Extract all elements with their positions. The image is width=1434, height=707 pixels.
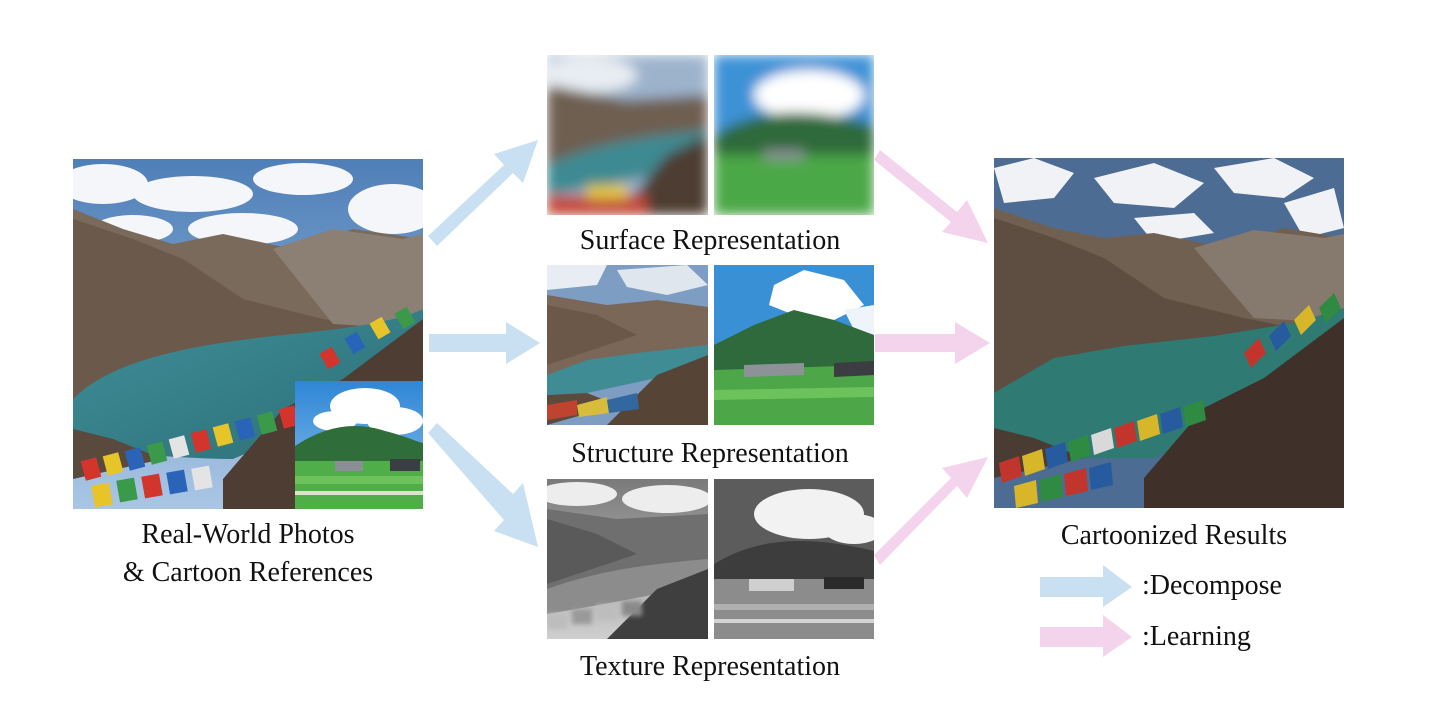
texture-reference-tile [714, 479, 874, 639]
cartoonized-result [994, 158, 1344, 508]
structure-caption: Structure Representation [571, 438, 849, 469]
surface-reference-tile [714, 55, 874, 215]
legend-decompose-label: :Decompose [1142, 570, 1282, 601]
decompose-arrow-to-structure [429, 322, 540, 364]
input-caption: Real-World Photos & Cartoon References [73, 516, 423, 592]
legend-learning-arrow [1040, 615, 1132, 657]
input-caption-line2: & Cartoon References [122, 557, 374, 588]
structure-reference-tile [714, 265, 874, 425]
structure-landscape-tile [547, 265, 708, 425]
output-caption: Cartoonized Results [1060, 520, 1288, 551]
surface-landscape-tile [547, 55, 708, 215]
legend-decompose-arrow [1040, 565, 1132, 607]
learning-arrow-from-structure [875, 322, 990, 364]
input-caption-line1: Real-World Photos [141, 519, 355, 550]
texture-landscape-tile [547, 479, 708, 639]
texture-caption: Texture Representation [579, 651, 841, 682]
legend-learning-label: :Learning [1142, 621, 1251, 652]
surface-caption: Surface Representation [579, 225, 841, 256]
learning-arrow-from-texture [874, 457, 988, 565]
cartoon-reference-photo [295, 381, 423, 509]
